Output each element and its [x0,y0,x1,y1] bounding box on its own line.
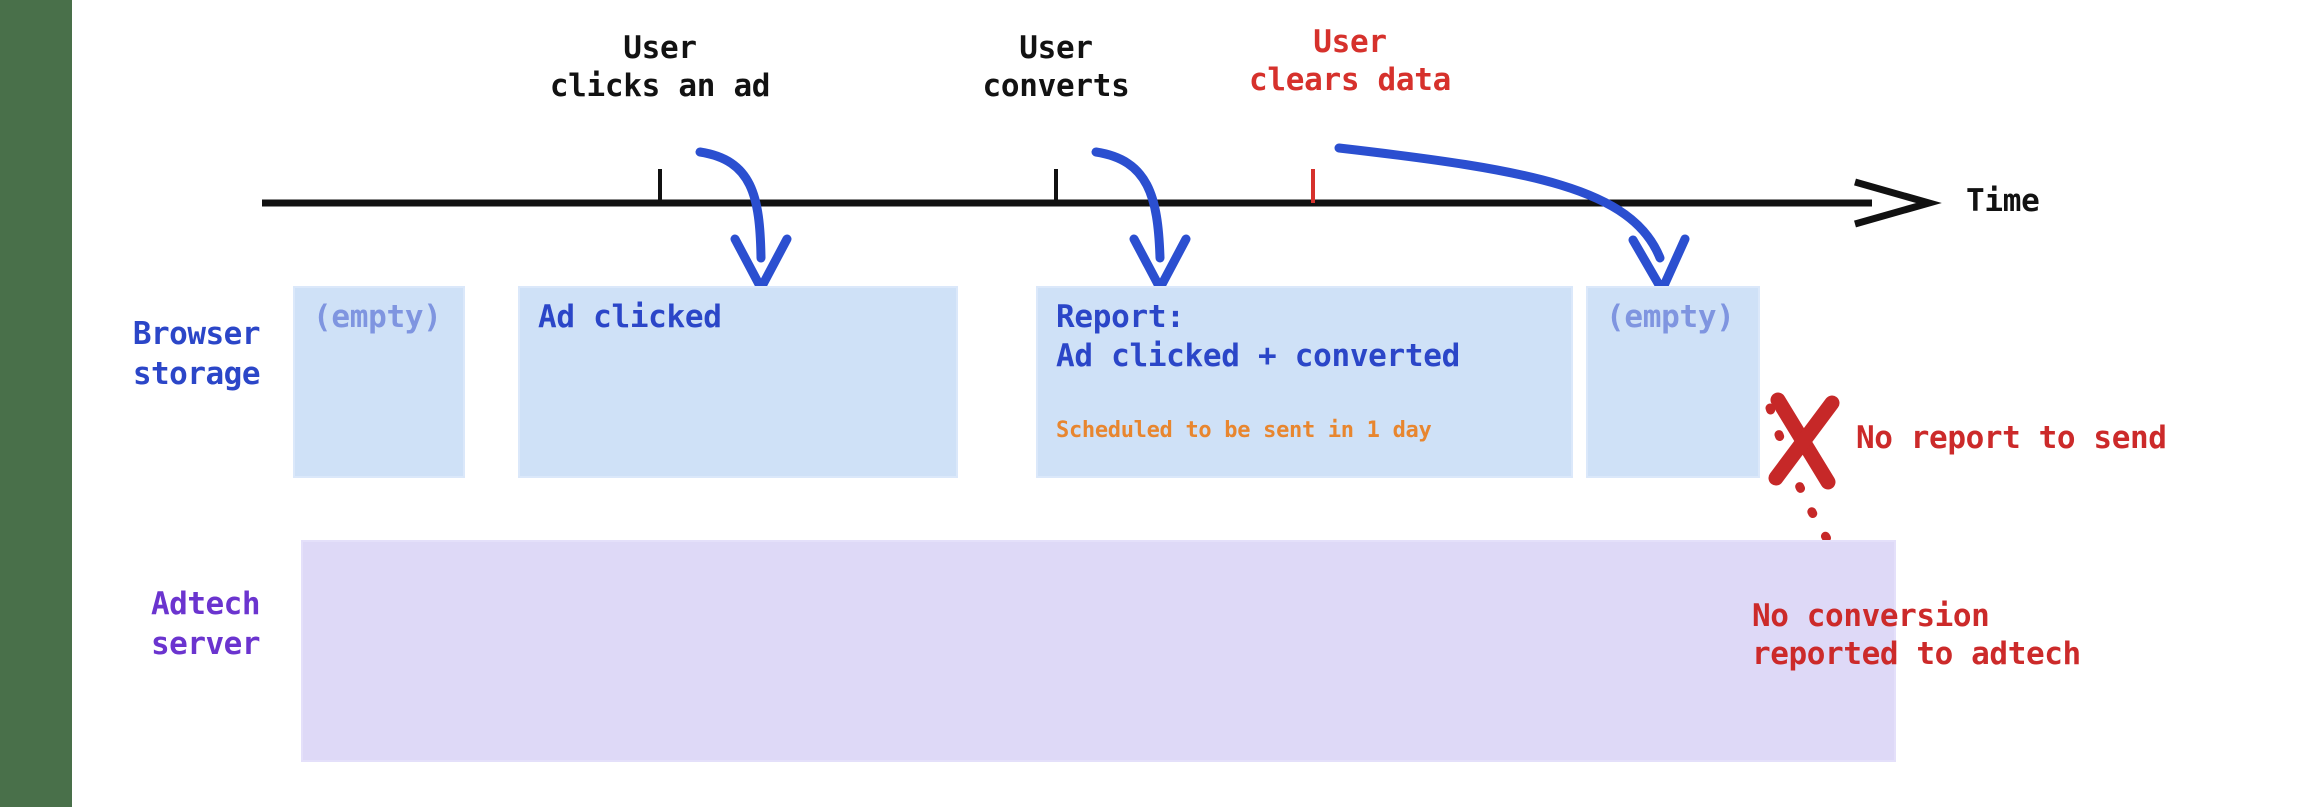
row-label-browser-line2: storage [132,356,261,392]
adtech-server-box [301,540,1896,762]
row-label-adtech-line1: Adtech [151,586,260,622]
browser-state-text-2: Ad clicked [538,299,722,335]
time-axis-label: Time [1966,183,2040,219]
time-axis-arrowhead [1854,178,1942,228]
annotation-no-conversion: No conversion reported to adtech [1752,598,2081,672]
connector-convert-to-state3 [1091,147,1191,293]
event-label-clear: User [1313,24,1387,60]
browser-state-box-4: (empty) [1586,286,1760,478]
browser-state-text-4: (empty) [1606,299,1735,335]
annotation-no-report: No report to send [1856,420,2167,456]
browser-state-schedule-note-3: Scheduled to be sent in 1 day [1056,418,1432,443]
browser-state-box-1: (empty) [293,286,465,478]
browser-state-box-3: Report: Ad clicked + converted Scheduled… [1036,286,1573,478]
connector-click-to-state2 [695,147,792,293]
page-left-band [0,0,72,807]
browser-state-text-1: (empty) [313,299,442,335]
browser-state-box-2: Ad clicked [518,286,958,478]
browser-state-text-3: Report: Ad clicked + converted [1056,299,1460,375]
blocked-x-icon [1768,392,1840,490]
row-label-adtech-line2: server [151,626,260,662]
event-label-convert-line2: converts [982,68,1130,104]
row-label-browser-line1: Browser [132,316,261,352]
event-label-convert: User [1019,30,1093,66]
event-label-click: User [623,30,697,66]
event-label-clear-line2: clears data [1249,62,1451,98]
connector-clear-to-state4 [1334,143,1690,295]
event-label-click-line2: clicks an ad [549,68,771,104]
